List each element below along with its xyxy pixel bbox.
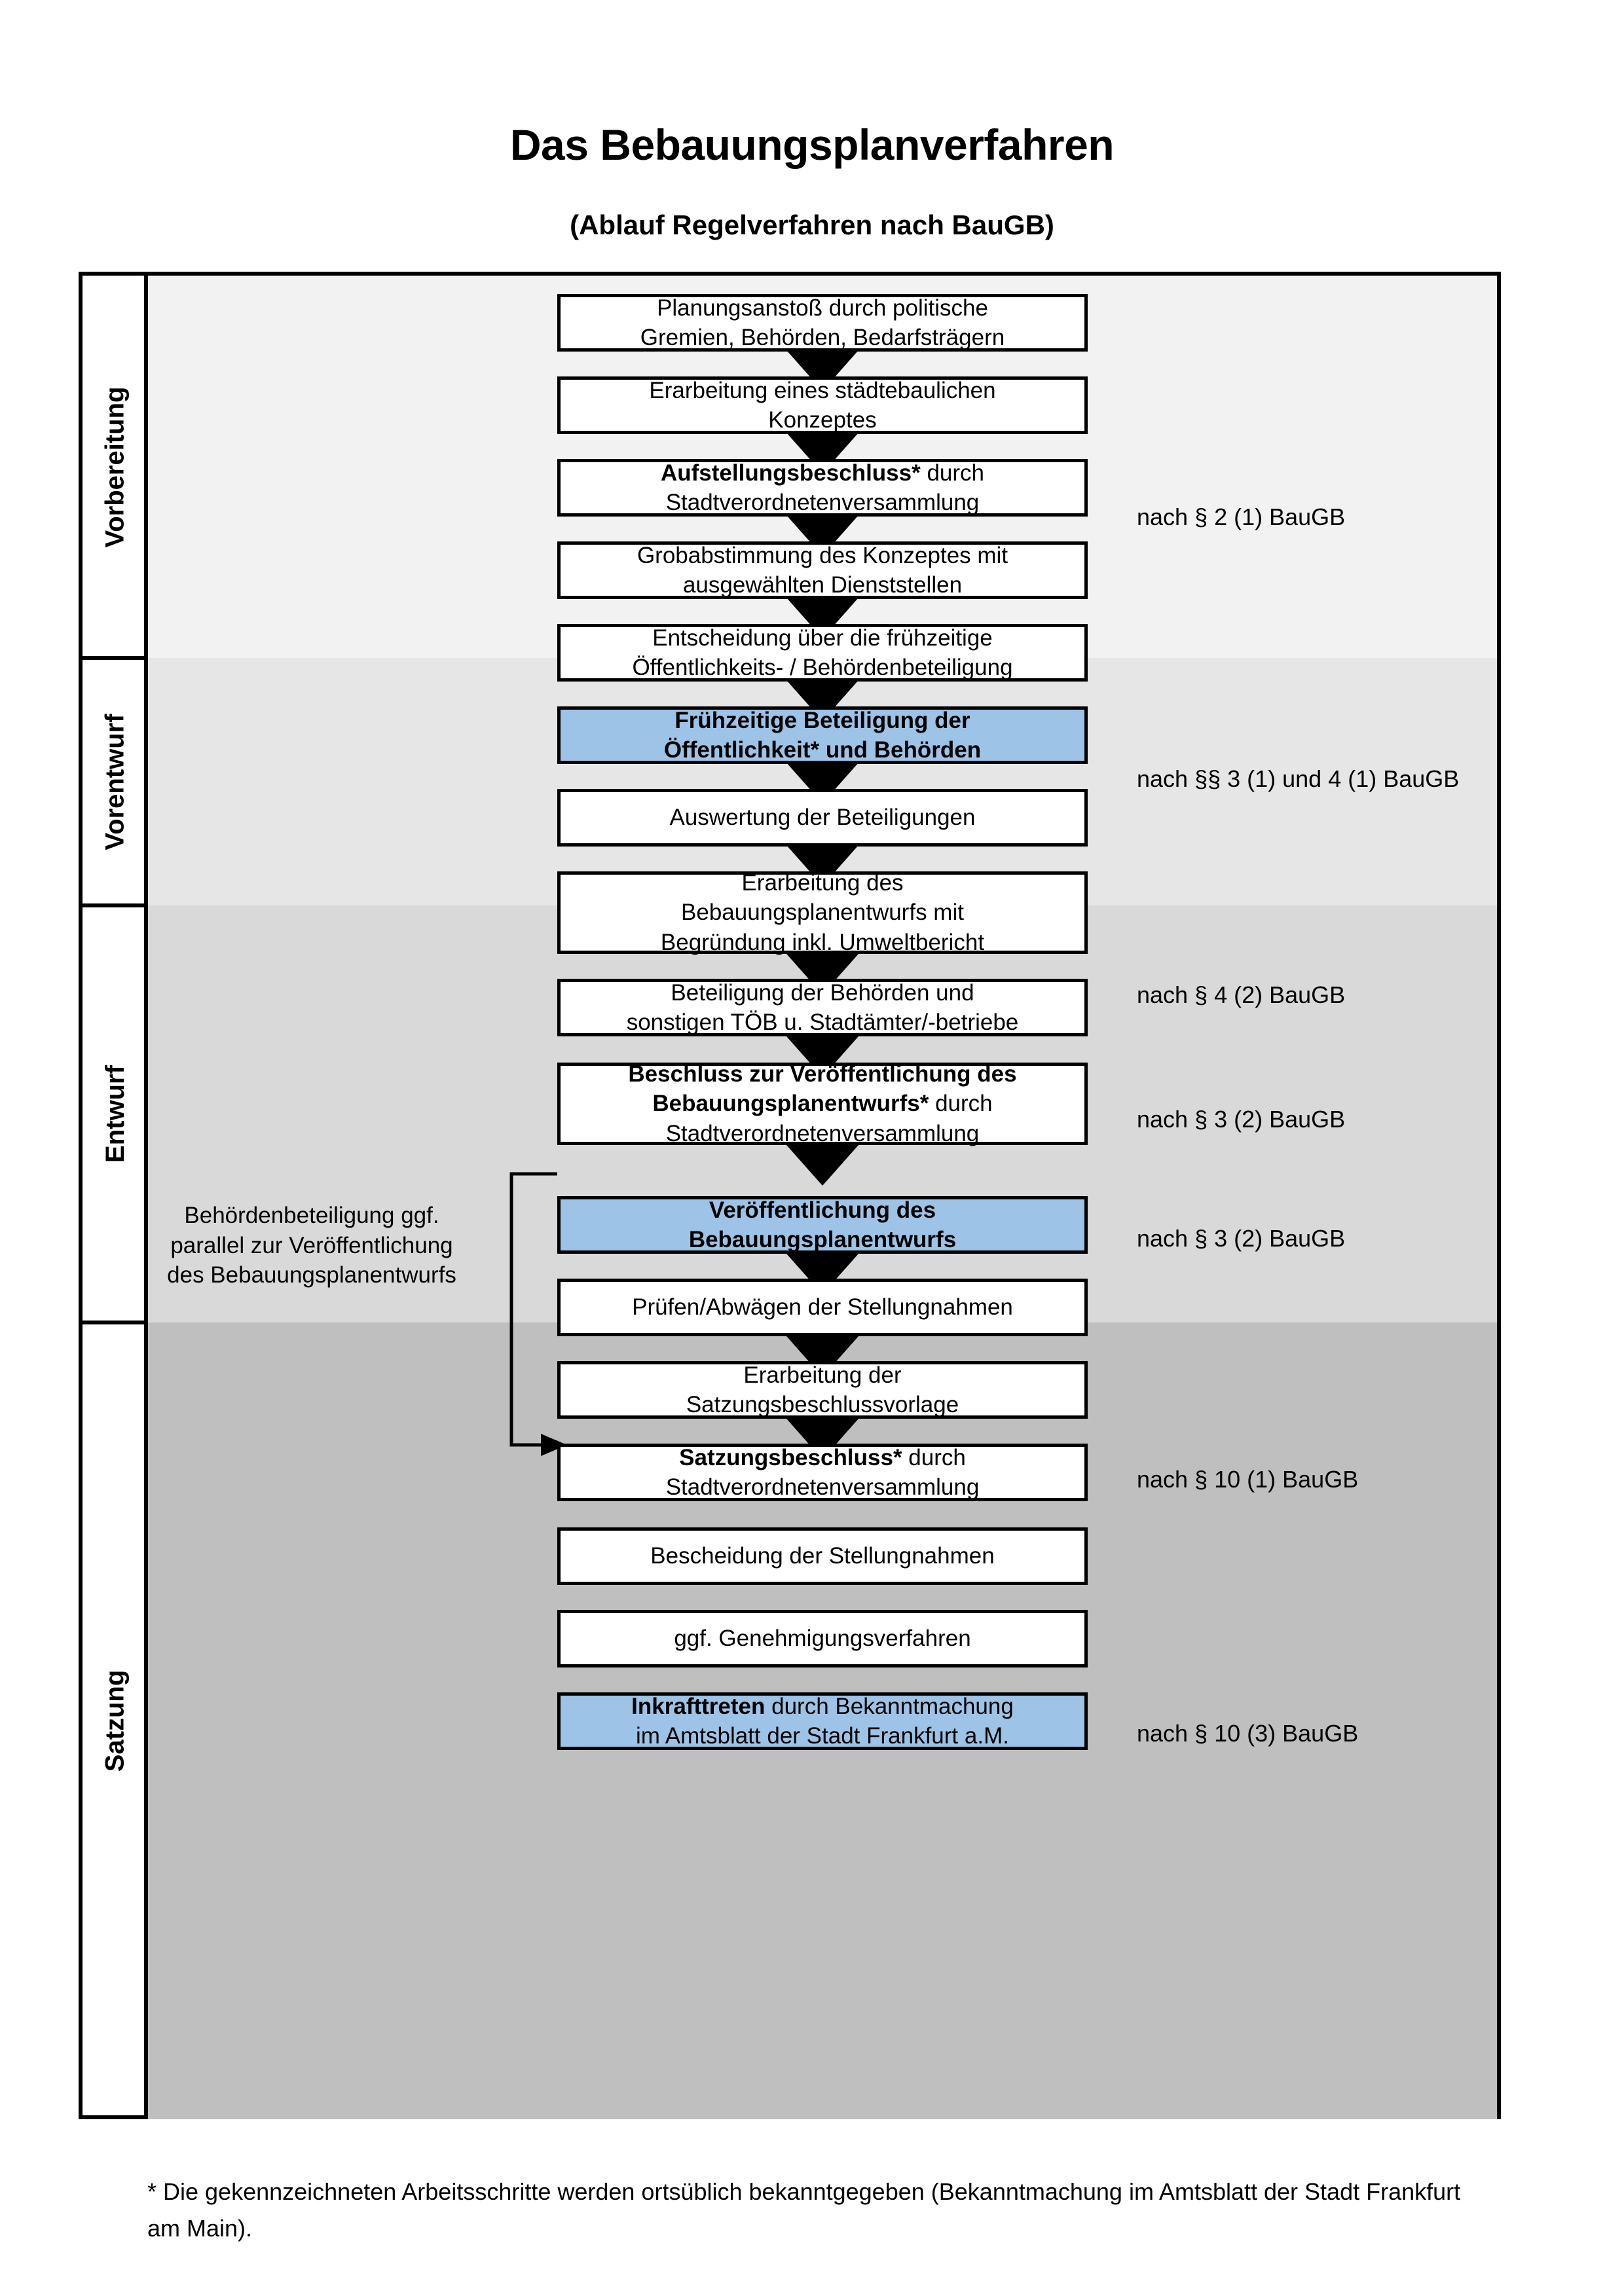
step-bescheidung[interactable]: Bescheidung der Stellungnahmen xyxy=(557,1527,1088,1585)
stage-label-column xyxy=(83,276,148,2115)
note-inkrafttreten: nach § 10 (3) BauGB xyxy=(1137,1720,1359,1747)
step-text: Bescheidung der Stellungnahmen xyxy=(650,1543,995,1569)
stage-divider-2 xyxy=(83,903,148,907)
flowchart-frame: Vorbereitung Vorentwurf Entwurf Satzung … xyxy=(79,272,1501,2119)
stage-divider-1 xyxy=(83,656,148,660)
note-aufstellungsbeschluss: nach § 2 (1) BauGB xyxy=(1137,503,1346,530)
note-beschluss-veroeffentlichung: nach § 3 (2) BauGB xyxy=(1137,1106,1346,1133)
note-veroeffentlichung: nach § 3 (2) BauGB xyxy=(1137,1225,1346,1252)
stage-divider-3 xyxy=(83,1321,148,1324)
step-auswertung[interactable]: Auswertung der Beteiligungen xyxy=(557,789,1088,847)
step-genehmigungsverfahren[interactable]: ggf. Genehmigungsverfahren xyxy=(557,1610,1088,1667)
note-fruehzeitige-beteiligung: nach §§ 3 (1) und 4 (1) BauGB xyxy=(1137,765,1460,792)
page-subtitle: (Ablauf Regelverfahren nach BauGB) xyxy=(570,210,1054,240)
page-title: Das Bebauungsplanverfahren xyxy=(509,120,1115,169)
step-pruefen-abwaegen[interactable]: Prüfen/Abwägen der Stellungnahmen xyxy=(557,1279,1088,1336)
note-satzungsbeschluss: nach § 10 (1) BauGB xyxy=(1137,1466,1359,1493)
footnote: * Die gekennzeichneten Arbeitsschritte w… xyxy=(147,2178,1461,2242)
step-text: Prüfen/Abwägen der Stellungnahmen xyxy=(632,1294,1013,1321)
loop-connector-arrow xyxy=(509,1172,567,1456)
step-text: ggf. Genehmigungsverfahren xyxy=(674,1626,971,1652)
sidenote-behoerdenbeteiligung: Behördenbeteiligung ggf. parallel zur Ve… xyxy=(167,1203,456,1288)
step-text: Auswertung der Beteiligungen xyxy=(669,805,976,831)
note-beteiligung-behoerden: nach § 4 (2) BauGB xyxy=(1137,981,1346,1008)
